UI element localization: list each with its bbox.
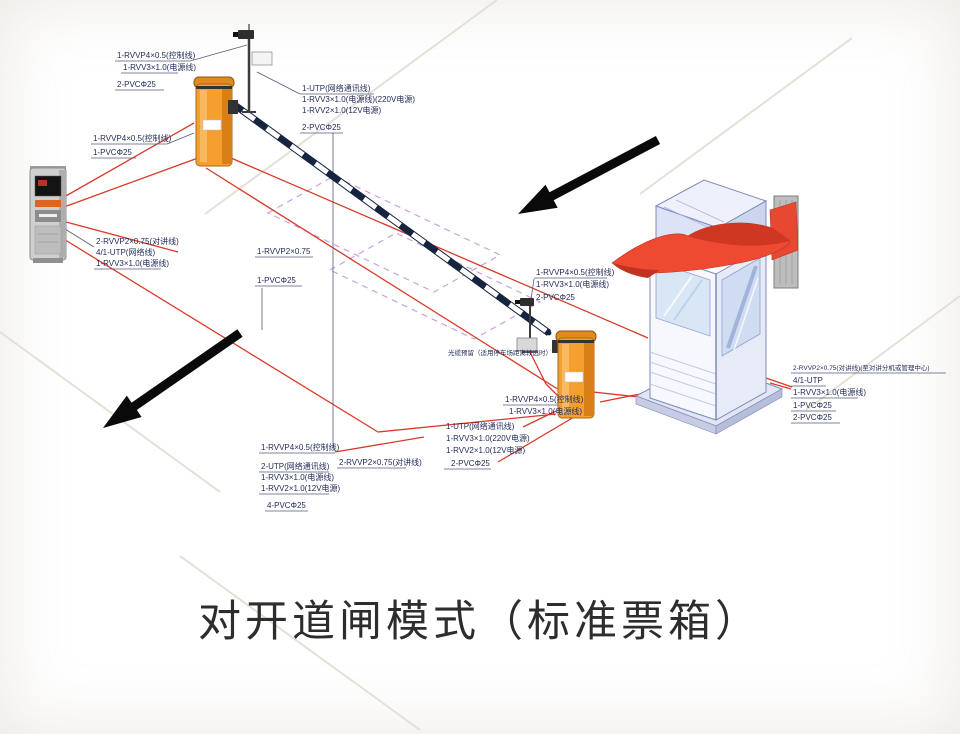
- cable-label: 2-RVVP2×0.75(对讲线): [339, 457, 422, 467]
- cable-label: 1-RVV2×1.0(12V电源): [261, 483, 341, 493]
- cable-label: 2-RVVP2×0.75(对讲线): [96, 236, 179, 246]
- traffic-arrows: [103, 136, 661, 428]
- cable-label: 1-RVV3×1.0(电源线)(220V电源): [302, 94, 415, 104]
- cable-label: 1-RVV3×1.0(电源线): [123, 62, 196, 72]
- loop-detector-box: [516, 337, 538, 352]
- arm-hinge: [228, 100, 238, 114]
- traffic-arrow-out: [103, 329, 243, 428]
- booth-front-window: [655, 261, 711, 337]
- cable-label: 4/1-UTP: [793, 376, 823, 385]
- traffic-islands: [266, 175, 542, 340]
- cable-label: 4/1-UTP(网络线): [96, 247, 155, 257]
- fiber-note-label: 光缆预留（适用停车场距离较远时）: [448, 348, 552, 357]
- cable-label: 2-PVCΦ25: [793, 413, 832, 422]
- cable-label: 1-RVV2×1.0(12V电源): [446, 445, 526, 455]
- guard-booth: [611, 179, 799, 435]
- sign-plate: [251, 51, 273, 66]
- cable-label: 1-RVV2×1.0(12V电源): [302, 105, 382, 115]
- camera-icon: [238, 30, 254, 39]
- traffic-arrow-in: [518, 136, 661, 214]
- cable-label: 1-PVCΦ25: [257, 276, 296, 285]
- cable-label: 1-PVCΦ25: [793, 401, 832, 410]
- cable-label: 1-RVV3×1.0(电源线): [96, 258, 169, 268]
- barrier-gate-2: [552, 330, 597, 419]
- barrier-gate-1: [193, 76, 238, 167]
- cable-label: 1-RVV3×1.0(220V电源): [446, 433, 530, 443]
- ticket-machine: [29, 166, 67, 263]
- island-outline: [266, 175, 502, 293]
- camera-icon: [520, 298, 534, 306]
- cable-label: 1-RVVP4×0.5(控制线): [505, 394, 584, 404]
- cable-label: 2-PVCΦ25: [536, 293, 575, 302]
- cable-label: 1-RVV3×1.0(电源线): [793, 387, 866, 397]
- cable-label: 1-UTP(网络通讯线): [302, 83, 371, 93]
- cable-label: 2-PVCΦ25: [451, 459, 490, 468]
- camera-pole-2: [515, 298, 538, 353]
- cable-label: 1-UTP(网络通讯线): [446, 421, 515, 431]
- cable-label: 1-RVVP2×0.75: [257, 247, 311, 256]
- cable-label: 2-RVVP2×0.75(对讲线)(至对讲分机或管理中心): [793, 363, 930, 372]
- cable-label: 1-RVV3×1.0(电源线): [509, 406, 582, 416]
- cable-label: 4-PVCΦ25: [267, 501, 306, 510]
- cable-label: 2-PVCΦ25: [117, 80, 156, 89]
- cable-label: 1-RVVP4×0.5(控制线): [93, 133, 172, 143]
- cable-label: 1-PVCΦ25: [93, 148, 132, 157]
- cable-label: 1-RVV3×1.0(电源线): [536, 279, 609, 289]
- cable-label: 1-RVVP4×0.5(控制线): [117, 50, 196, 60]
- cable-label: 1-RVV3×1.0(电源线): [261, 472, 334, 482]
- island-outline: [328, 232, 542, 340]
- cable-label: 2-UTP(网络通讯线): [261, 461, 330, 471]
- cable-label: 1-RVVP4×0.5(控制线): [261, 442, 340, 452]
- arm-hinge: [552, 340, 560, 353]
- diagram-title: 对开道闸模式（标准票箱）: [198, 598, 762, 646]
- camera-pole-1: [233, 24, 273, 113]
- cable-label: 1-RVVP4×0.5(控制线): [536, 267, 615, 277]
- cable-label: 2-PVCΦ25: [302, 123, 341, 132]
- cable-labels: 1-RVVP4×0.5(控制线) 1-RVV3×1.0(电源线) 2-PVCΦ2…: [93, 50, 930, 510]
- ticket-slot: [39, 214, 57, 217]
- barrier-arm: [233, 103, 552, 336]
